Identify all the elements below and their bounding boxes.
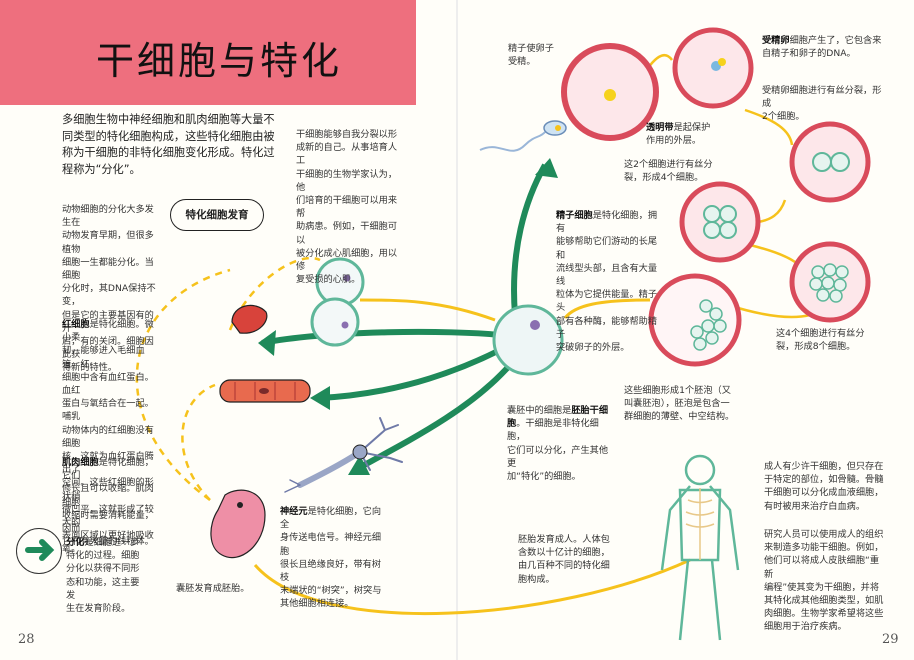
neuron-term: 神经元 xyxy=(280,506,308,517)
page-number-left: 28 xyxy=(18,632,35,647)
adult-cells-note: 胚胎发育成人。人体包 含数以十亿计的细胞， 由几百种不同的特化细 胞构成。 xyxy=(518,534,610,585)
sperm-note: 精子细胞是特化细胞，拥有 能够帮助它们游动的长尾和 流线型头部，且含有大量线 粒… xyxy=(556,210,658,354)
dashed-path-1 xyxy=(135,268,231,502)
blastocyst xyxy=(648,273,742,367)
sperm-fertilize-label: 精子使卵子 受精。 xyxy=(508,43,554,68)
intro-paragraph: 多细胞生物中神经细胞和肌肉细胞等大量不同类型的特化细胞构成，这些特化细胞由被称为… xyxy=(62,113,275,176)
sperm-term: 精子细胞 xyxy=(556,210,593,221)
differentiation-badge xyxy=(16,528,62,574)
animal-note: 动物细胞的分化大多发生在 动物发育早期，但很多植物 细胞一生都能分化。当细胞 分… xyxy=(62,204,156,374)
page-number-right: 29 xyxy=(882,632,899,647)
differentiation-term: 分化 xyxy=(66,537,85,548)
zona-term: 透明带 xyxy=(646,122,674,133)
adult-stem-note: 成人有少许干细胞，但只存在 于特定的部位，如骨髓。骨髓 干细胞可以分化成血液细胞… xyxy=(764,461,884,512)
green-arrow-rbc xyxy=(261,328,501,346)
stem-note: 干细胞能够自我分裂以形 成新的自己。从事培育人工 干细胞的生物学家认为，他 们培… xyxy=(296,129,398,286)
stem-cell-bottom xyxy=(310,297,360,347)
dashed-path-2 xyxy=(181,383,216,501)
mitosis-1-note: 受精卵细胞进行有丝分裂，形成 2个细胞。 xyxy=(762,85,882,123)
embryonic-stem-cell xyxy=(492,304,564,376)
rbc-note: 红细胞是特化细胞。微小柔 韧，能够进入毛细血管。红 细胞中含有血红蛋白。血红 蛋… xyxy=(62,319,154,555)
arrow-stem-self xyxy=(359,298,496,322)
rbc-term: 红细胞 xyxy=(62,319,90,330)
adult-human xyxy=(660,454,740,641)
zona-note: 透明带是起保护 作用的外层。 xyxy=(646,122,711,147)
research-note: 研究人员可以使用成人的组织 来制造多功能干细胞。例如， 他们可以将成人皮肤细胞“… xyxy=(764,529,884,633)
sperm-cell xyxy=(479,120,567,152)
mitosis-3-note: 这4个细胞进行有丝分 裂，形成8个细胞。 xyxy=(776,328,865,353)
muscle-note: 肌肉细胞是特化细胞，它们 修长且可以收缩。肌肉细胞 收缩时需要消耗能量，因而 它… xyxy=(62,457,154,548)
zygote-note: 受精卵细胞产生了，它包含来 自精子和卵子的DNA。 xyxy=(762,35,882,60)
red-blood-cell xyxy=(231,304,268,334)
neuron-cell xyxy=(284,417,403,493)
skeleton xyxy=(685,488,715,560)
arrow-blastocyst-to-stem xyxy=(563,298,651,319)
specialized-development-tag: 特化细胞发育 xyxy=(170,199,264,231)
mitosis-2-note: 这2个细胞进行有丝分 裂，形成4个细胞。 xyxy=(624,159,713,184)
embryo xyxy=(210,489,266,559)
arrow-embryo-to-adult xyxy=(253,558,691,616)
neuron-note: 神经元是特化细胞，它向全 身传送电信号。神经元细胞 很长且绝缘良好，带有树枝 末… xyxy=(280,506,382,610)
arrow-4 xyxy=(749,243,796,264)
arrow-3 xyxy=(757,199,787,224)
arrow-2 xyxy=(744,108,794,146)
zygote-term: 受精卵 xyxy=(762,35,790,46)
embryonic-stem-note: 囊胚中的细胞是胚胎干细胞。干细胞是非特化细胞， 它们可以分化，产生其他更 加“特… xyxy=(507,405,609,483)
page-title: 干细胞与特化 xyxy=(96,39,343,83)
differentiation-note: 分化是细胞进一步 特化的过程。细胞 分化以获得不同形 态和功能，这主要发 生在发… xyxy=(66,537,140,615)
four-cell-stage xyxy=(679,181,761,263)
embryo-label: 囊胚发育成胚胎。 xyxy=(176,583,250,594)
title-band xyxy=(0,0,416,105)
embryonic-stem-term: 胚胎干细胞 xyxy=(507,405,609,430)
green-arrow-sperm xyxy=(511,163,548,316)
blastocyst-note: 这些细胞形成1个胚泡（又 叫囊胚泡），胚泡是包含一 群细胞的薄壁、中空结构。 xyxy=(624,385,735,423)
muscle-term: 肌肉细胞 xyxy=(62,457,99,468)
green-arrow-neuron xyxy=(353,363,513,473)
green-arrow-muscle xyxy=(319,347,502,401)
